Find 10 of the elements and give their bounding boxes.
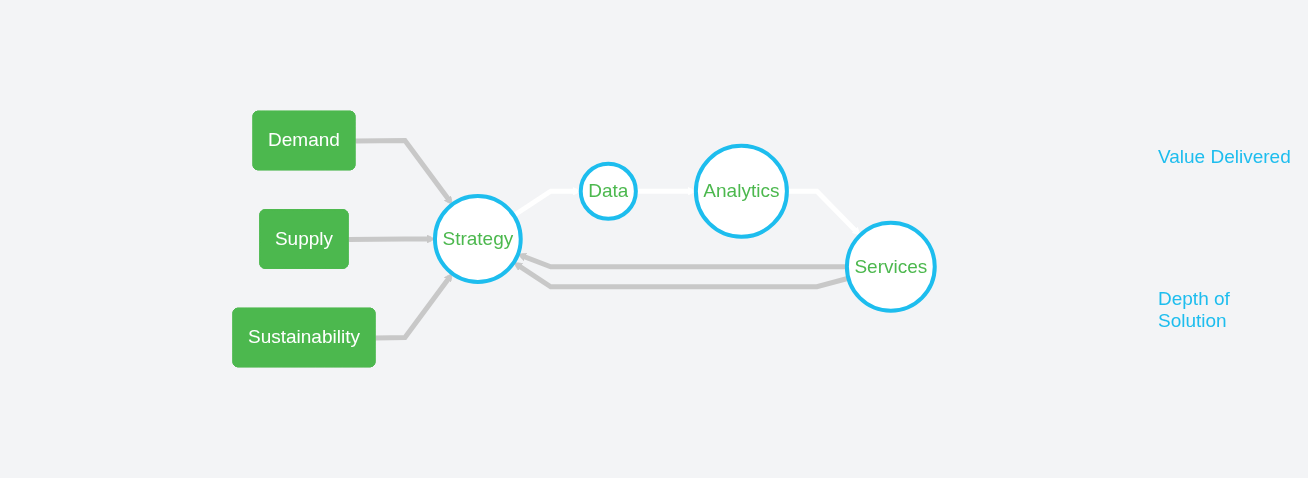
arrow [375, 273, 453, 341]
arrow [355, 138, 453, 205]
node-circle: Services [845, 220, 937, 313]
node-circle: Data [578, 161, 638, 221]
arrow [512, 186, 582, 218]
node-circle: Analytics [694, 143, 789, 239]
axis-label: Value Delivered [1158, 146, 1292, 168]
axis-label: Depth of Solution [1158, 288, 1231, 332]
node-circle: Strategy [433, 194, 523, 284]
arrow [787, 188, 861, 236]
